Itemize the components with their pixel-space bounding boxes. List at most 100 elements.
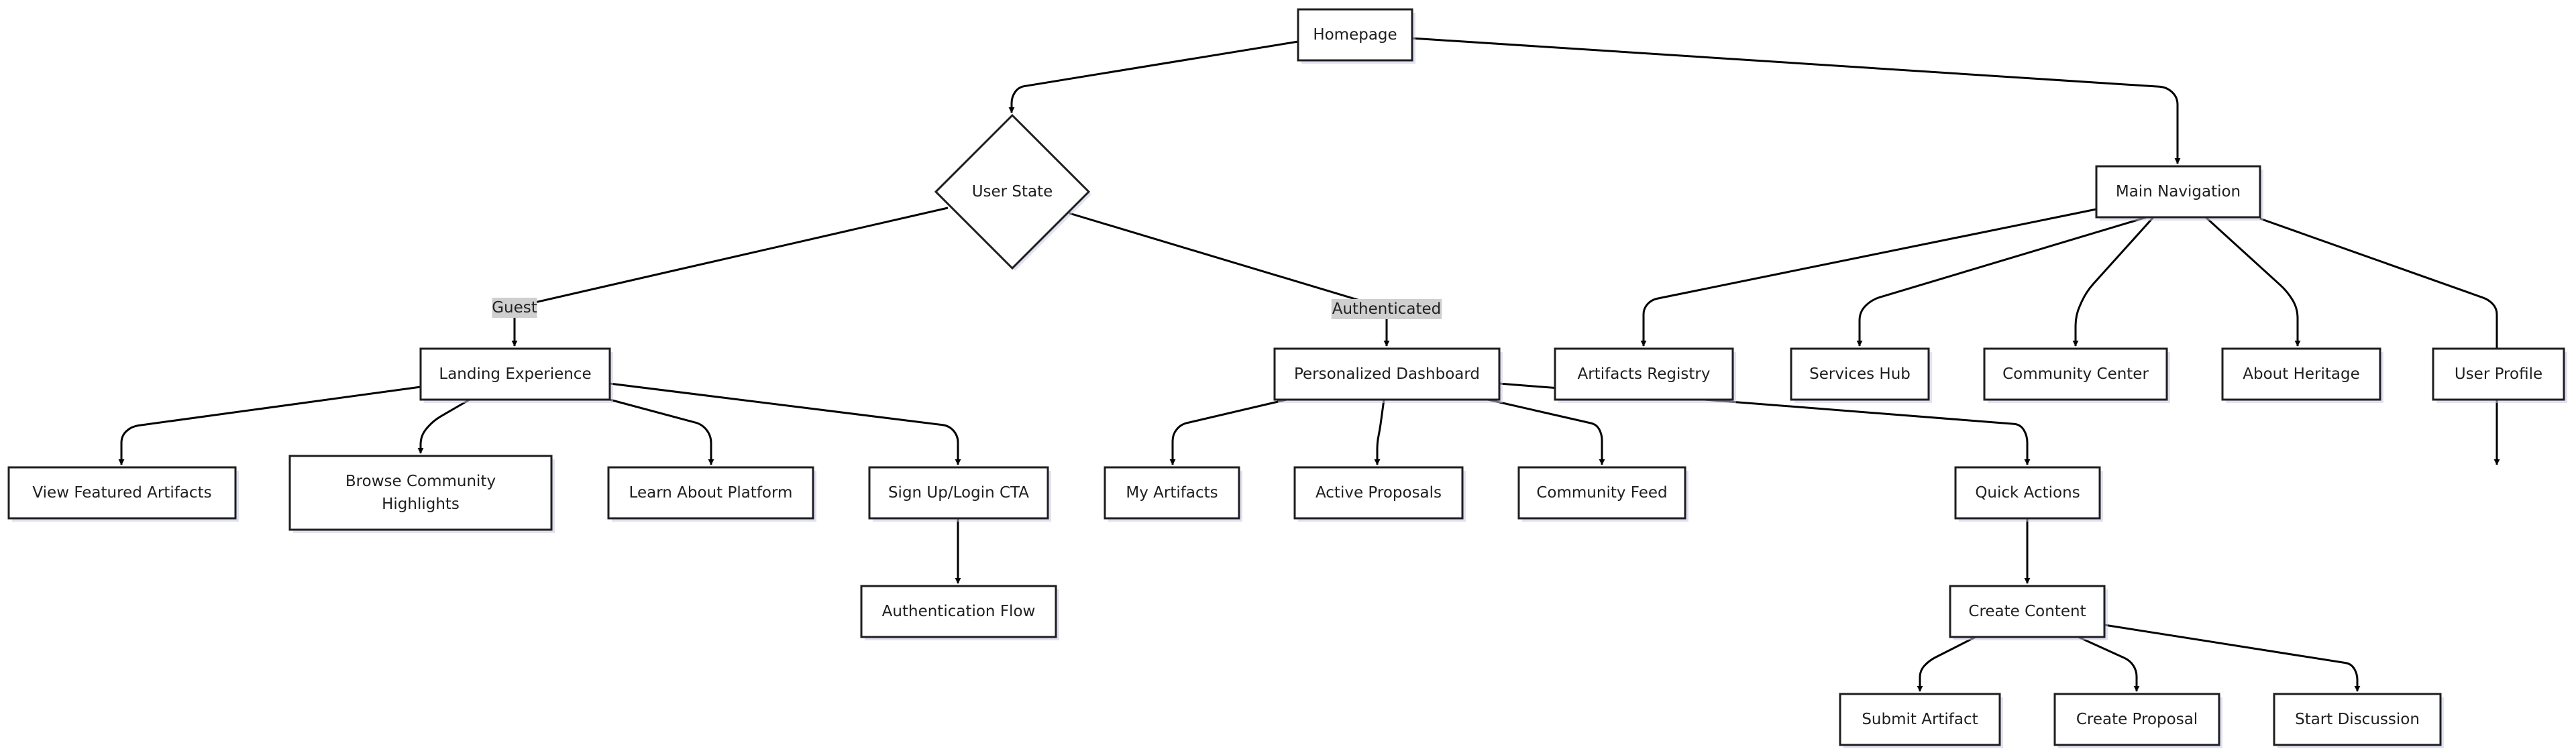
node-box	[1954, 466, 2101, 520]
node-label: User State	[972, 183, 1053, 200]
edge-create-content-to-create-proposal	[2078, 636, 2140, 692]
node-authentication-flow[interactable]: Authentication Flow	[860, 585, 1059, 640]
edge-landing-experience-to-learn-about-platform	[609, 398, 714, 465]
node-box	[1273, 347, 1501, 401]
edge-label-text: Authenticated	[1332, 300, 1442, 318]
node-box	[419, 347, 611, 401]
node-label: Artifacts Registry	[1578, 365, 1711, 383]
node-box	[868, 466, 1049, 520]
edge-personalized-dashboard-to-active-proposals	[1374, 399, 1385, 465]
node-label: Quick Actions	[1975, 484, 2080, 502]
node-artifacts-registry[interactable]: Artifacts Registry	[1554, 347, 1736, 403]
node-box	[1949, 585, 2106, 638]
node-box	[2432, 347, 2565, 401]
node-box	[1293, 466, 1464, 520]
node-label: Personalized Dashboard	[1294, 365, 1480, 383]
node-box	[1983, 347, 2168, 401]
edge-label-text: Guest	[492, 299, 537, 316]
edge-user-state-to-personalized-dashboard	[1069, 212, 1390, 347]
edge-main-navigation-to-about-heritage	[2204, 216, 2301, 347]
node-label: User Profile	[2455, 365, 2542, 383]
node-label: Community Feed	[1536, 484, 1667, 502]
node-submit-artifact[interactable]: Submit Artifact	[1839, 693, 2003, 748]
node-label: Learn About Platform	[629, 484, 793, 502]
edge-personalized-dashboard-to-my-artifacts	[1169, 398, 1287, 465]
node-quick-actions[interactable]: Quick Actions	[1954, 466, 2103, 522]
node-box	[288, 455, 553, 531]
node-box	[2053, 693, 2220, 746]
node-about-heritage[interactable]: About Heritage	[2221, 347, 2383, 403]
node-label-line: Browse Community	[345, 473, 496, 490]
node-box	[860, 585, 1057, 638]
node-label: About Heritage	[2243, 365, 2359, 383]
node-box	[2221, 347, 2381, 401]
node-active-proposals[interactable]: Active Proposals	[1293, 466, 1466, 522]
edge-label-user-state-to-personalized-dashboard: Authenticated	[1331, 299, 1442, 319]
edge-landing-experience-to-browse-community-highlights	[417, 398, 470, 454]
node-label: Active Proposals	[1316, 484, 1442, 502]
node-landing-experience[interactable]: Landing Experience	[419, 347, 613, 403]
node-label: Authentication Flow	[882, 603, 1036, 620]
edge-main-navigation-to-services-hub	[1856, 216, 2147, 347]
node-box	[1104, 466, 1240, 520]
node-label: Create Proposal	[2076, 711, 2198, 728]
node-box	[1839, 693, 2001, 746]
node-my-artifacts[interactable]: My Artifacts	[1104, 466, 1242, 522]
node-label: Homepage	[1313, 26, 1397, 44]
edge-personalized-dashboard-to-community-feed	[1487, 398, 1605, 465]
node-label-line: Highlights	[382, 496, 460, 513]
node-sign-up-login-cta[interactable]: Sign Up/Login CTA	[868, 466, 1051, 522]
node-box	[607, 466, 814, 520]
node-learn-about-platform[interactable]: Learn About Platform	[607, 466, 816, 522]
node-main-navigation[interactable]: Main Navigation	[2095, 165, 2263, 221]
edge-create-content-to-submit-artifact	[1917, 636, 1976, 692]
node-label: Create Content	[1968, 603, 2086, 620]
node-community-feed[interactable]: Community Feed	[1517, 466, 1688, 522]
node-label: Sign Up/Login CTA	[888, 484, 1029, 502]
node-box	[1517, 466, 1686, 520]
node-services-hub[interactable]: Services Hub	[1790, 347, 1932, 403]
decision-shape	[934, 113, 1091, 270]
node-box	[1554, 347, 1734, 401]
node-view-featured-artifacts[interactable]: View Featured Artifacts	[7, 466, 239, 522]
node-label: View Featured Artifacts	[32, 484, 211, 502]
node-personalized-dashboard[interactable]: Personalized Dashboard	[1273, 347, 1503, 403]
edge-landing-experience-to-sign-up-login-cta	[609, 382, 961, 465]
edge-main-navigation-to-artifacts-registry	[1640, 208, 2097, 347]
edge-homepage-to-main-navigation	[1411, 37, 2181, 164]
node-user-state[interactable]: User State	[934, 113, 1091, 271]
edges-layer	[118, 37, 2500, 692]
edge-create-content-to-start-discussion	[2104, 624, 2361, 692]
edge-label-user-state-to-landing-experience: Guest	[492, 298, 537, 318]
edge-homepage-to-user-state	[1008, 40, 1299, 113]
node-label: My Artifacts	[1126, 484, 1218, 502]
node-create-content[interactable]: Create Content	[1949, 585, 2108, 640]
node-user-profile[interactable]: User Profile	[2432, 347, 2567, 403]
node-box	[7, 466, 237, 520]
edge-main-navigation-to-user-profile	[2259, 217, 2500, 465]
node-label: Submit Artifact	[1862, 711, 1978, 728]
node-box	[1297, 8, 1413, 62]
edge-label-background	[1331, 299, 1442, 319]
node-label: Start Discussion	[2295, 711, 2420, 728]
edge-landing-experience-to-view-featured-artifacts	[118, 386, 421, 465]
node-homepage[interactable]: Homepage	[1297, 8, 1415, 64]
edge-user-state-to-landing-experience	[511, 207, 949, 347]
node-box	[2273, 693, 2442, 746]
edge-personalized-dashboard-to-quick-actions	[1499, 382, 2031, 465]
node-box	[2095, 165, 2261, 219]
node-start-discussion[interactable]: Start Discussion	[2273, 693, 2444, 748]
edge-labels-layer: Guest Authenticated	[492, 298, 1442, 319]
node-create-proposal[interactable]: Create Proposal	[2053, 693, 2222, 748]
edge-main-navigation-to-community-center	[2072, 216, 2155, 347]
node-box	[1790, 347, 1930, 401]
node-community-center[interactable]: Community Center	[1983, 347, 2170, 403]
node-label: Services Hub	[1809, 365, 1911, 383]
node-label: Main Navigation	[2116, 183, 2241, 200]
node-label: Landing Experience	[439, 365, 591, 383]
node-label: Community Center	[2002, 365, 2149, 383]
edge-label-background	[492, 298, 537, 318]
